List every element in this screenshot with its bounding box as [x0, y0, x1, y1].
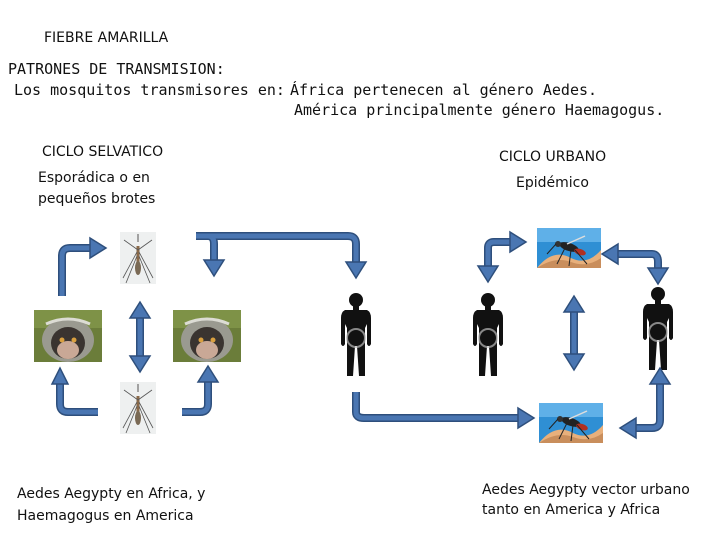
sylvatic-cycle-title: CICLO SELVATICO [42, 144, 164, 160]
arrowhead-urban-vertical-down [562, 353, 586, 372]
monkey-image-right [171, 308, 243, 364]
arrowhead-urban-right [646, 267, 670, 286]
arrowhead-vertical-down [128, 355, 152, 374]
arrowhead-urban-lower-up [648, 366, 672, 385]
arrow-urban-lower-right [634, 382, 664, 432]
arrowhead-lower-right [196, 364, 220, 383]
arrowhead-mosquito-to-human [600, 242, 619, 266]
arrow-human-to-urban-mosquito [484, 238, 512, 268]
africa-line: África pertenecen al género Aedes. [290, 81, 598, 99]
arrow-sylvatic-upper-left [58, 244, 92, 296]
monkey-image-left [32, 308, 104, 364]
mosquito-image-bottom-left [118, 380, 158, 436]
arrow-bottom-horizontal [352, 392, 520, 422]
mosquito-image-top-left [118, 230, 158, 286]
arrowhead-urban-vertical-up [562, 294, 586, 313]
arrowhead-bottom-right [517, 406, 536, 430]
arrowhead-to-human [344, 261, 368, 280]
arrow-sylvatic-lower-right [182, 378, 212, 416]
mosquitos-prefix: Los mosquitos transmisores en: [14, 81, 285, 99]
sylvatic-description-line1: Esporádica o en [38, 170, 150, 186]
person-silhouette-2 [472, 292, 504, 377]
aedes-image-top [536, 227, 602, 269]
person-silhouette-3 [642, 286, 674, 371]
urban-description: Epidémico [516, 175, 589, 191]
arrowhead-mosquito-left [509, 230, 528, 254]
arrowhead-human-up [476, 265, 500, 284]
arrowhead-vertical-up [128, 300, 152, 319]
urban-footer-line2: tanto en America y Africa [482, 502, 661, 518]
arrowhead-upper-left [89, 236, 108, 260]
sylvatic-description-line2: pequeños brotes [38, 191, 156, 207]
sylvatic-footer-line1: Aedes Aegypty en Africa, y [17, 486, 206, 502]
patterns-heading: PATRONES DE TRANSMISION: [8, 60, 225, 78]
urban-cycle-title: CICLO URBANO [499, 149, 607, 165]
person-silhouette-1 [340, 292, 372, 377]
page-title: FIEBRE AMARILLA [44, 30, 169, 46]
arrowhead-urban-lower-left [618, 416, 637, 440]
arrowhead-lower-left [50, 366, 70, 385]
arrowhead-upper-right [202, 259, 226, 278]
america-line: América principalmente género Haemagogus… [294, 101, 665, 119]
arrowheads [50, 230, 672, 440]
arrow-sylvatic-lower-left [56, 380, 98, 416]
urban-footer-line1: Aedes Aegypty vector urbano [482, 482, 690, 498]
sylvatic-footer-line2: Haemagogus en America [17, 508, 194, 524]
aedes-image-bottom [538, 402, 604, 444]
